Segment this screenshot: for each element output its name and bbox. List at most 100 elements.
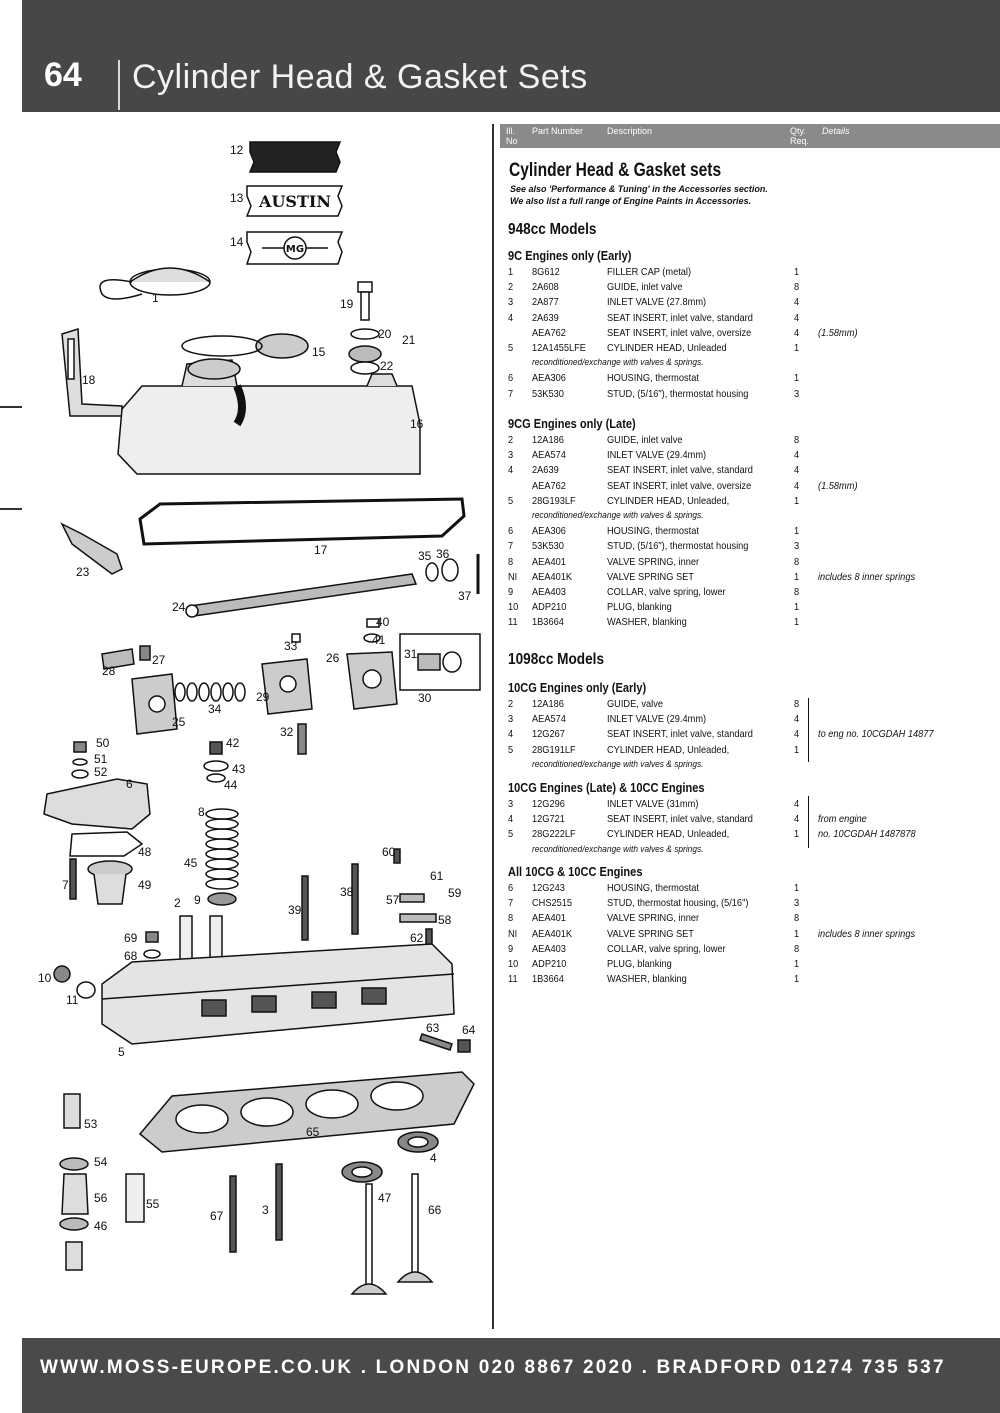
table-header: Ill. No Part Number Description Qty. Req… (500, 124, 1000, 148)
callout-label: 44 (224, 778, 238, 792)
description: INLET VALVE (31mm) (607, 798, 699, 810)
callout-label: 10 (38, 971, 52, 985)
description: SEAT INSERT, inlet valve, standard (607, 464, 753, 477)
callout-label: 65 (306, 1125, 320, 1139)
callout-label: 66 (428, 1203, 442, 1217)
details: to eng no. 10CGDAH 14877 (818, 728, 934, 741)
details: (1.58mm) (818, 479, 858, 492)
quantity: 1 (794, 616, 800, 629)
ill-number: 10 (508, 958, 519, 970)
callout-label: 4 (430, 1151, 437, 1165)
description: COLLAR, valve spring, lower (607, 586, 726, 598)
ill-number: 3 (508, 798, 514, 810)
ill-number: 5 (508, 342, 514, 354)
description: INLET VALVE (29.4mm) (607, 449, 707, 462)
th-qty-2: Req. (790, 136, 810, 146)
part-number: AEA574 (532, 449, 566, 462)
description: WASHER, blanking (607, 973, 687, 986)
description: CYLINDER HEAD, Unleaded, (607, 743, 730, 756)
callout-label: 26 (326, 651, 340, 665)
description: COLLAR, valve spring, lower (607, 942, 726, 955)
callout-label: 48 (138, 845, 152, 859)
callout-label: 6 (126, 777, 133, 791)
part-number: 12A186 (532, 698, 564, 710)
description: GUIDE, valve (607, 698, 663, 710)
badge-12 (248, 141, 342, 173)
callout-label: 62 (410, 931, 424, 945)
callout-label: 13 (230, 191, 244, 205)
callout-label: 18 (82, 373, 96, 387)
row-note: reconditioned/exchange with valves & spr… (532, 758, 704, 770)
badge-austin (245, 185, 344, 217)
part-number: AEA306 (532, 372, 566, 385)
quantity: 1 (794, 494, 800, 507)
description: HOUSING, thermostat (607, 372, 699, 385)
callout-label: 55 (146, 1197, 160, 1211)
header-bar (22, 0, 1000, 112)
callout-label: 64 (462, 1023, 476, 1037)
details: no. 10CGDAH 1487878 (818, 828, 916, 841)
ill-number: 8 (508, 555, 514, 568)
th-ill: Ill. (506, 126, 515, 136)
description: FILLER CAP (metal) (607, 266, 692, 278)
callout-label: 52 (94, 765, 108, 779)
quantity: 1 (794, 927, 800, 940)
callout-label: 47 (378, 1191, 392, 1205)
quantity: 8 (794, 912, 800, 925)
part-number: 12G267 (532, 728, 565, 741)
callout-label: 28 (102, 664, 116, 678)
ill-number: 11 (508, 616, 518, 629)
callout-label: 58 (438, 913, 452, 927)
callout-label: 45 (184, 856, 198, 870)
quantity: 8 (794, 698, 800, 710)
footer-contact: WWW.MOSS-EUROPE.CO.UK . LONDON 020 8867 … (40, 1357, 946, 1378)
part-number: 8G612 (532, 266, 560, 278)
quantity: 1 (794, 828, 800, 841)
callout-label: 69 (124, 931, 138, 945)
callout-label: 17 (314, 543, 328, 557)
description: SEAT INSERT, inlet valve, oversize (607, 326, 752, 339)
callout-label: 53 (84, 1117, 98, 1131)
part-number: AEA401 (532, 912, 566, 925)
callout-label: 43 (232, 762, 246, 776)
quantity: 1 (794, 266, 800, 278)
th-qty: Qty. (790, 126, 806, 136)
part-number: 53K530 (532, 540, 564, 553)
part-number: AEA401 (532, 555, 566, 568)
quantity: 1 (794, 570, 800, 583)
description: CYLINDER HEAD, Unleaded (607, 342, 727, 354)
part-number: 2A639 (532, 464, 559, 477)
th-part-number: Part Number (532, 126, 584, 136)
part-number: 2A639 (532, 311, 559, 324)
ill-number: 1 (508, 266, 514, 278)
quantity: 4 (794, 326, 800, 339)
margin-tick (0, 406, 22, 408)
part-number: AEA574 (532, 713, 566, 726)
description: PLUG, blanking (607, 601, 672, 614)
row-note: reconditioned/exchange with valves & spr… (532, 843, 704, 855)
description: INLET VALVE (29.4mm) (607, 713, 707, 726)
description: CYLINDER HEAD, Unleaded, (607, 494, 730, 507)
callout-label: 36 (436, 547, 450, 561)
quantity: 8 (794, 434, 800, 446)
quantity: 1 (794, 372, 800, 385)
details: (1.58mm) (818, 326, 858, 339)
quantity: 1 (794, 342, 800, 354)
callout-label: 41 (372, 633, 386, 647)
quantity: 1 (794, 525, 800, 538)
callout-label: 16 (410, 417, 424, 431)
